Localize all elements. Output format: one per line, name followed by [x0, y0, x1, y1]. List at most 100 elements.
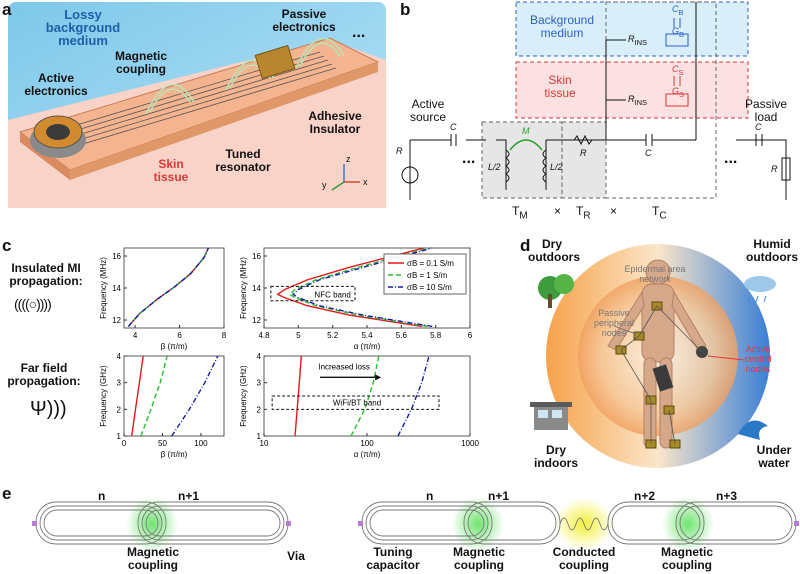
- ellipsis-b-2: ...: [724, 150, 738, 167]
- label-conducted-coupling: Conducted coupling: [552, 545, 616, 572]
- label-dry-outdoors: Dry outdoors: [528, 237, 580, 264]
- label-e-n2: n+2: [634, 489, 656, 503]
- tree-icon: [538, 274, 574, 308]
- label-epidermal-network: Epidermal area network: [624, 264, 686, 284]
- circuit-diagram: [401, 1, 791, 200]
- panel-b-letter: b: [400, 0, 411, 19]
- panel-a-letter: a: [2, 0, 12, 19]
- chart-0-xlabel: β (π/m): [161, 342, 188, 351]
- active-pointer: [707, 355, 745, 361]
- label-ellipsis-a: ...: [352, 24, 366, 41]
- background-medium-box: [515, 1, 749, 57]
- wave-icon: [738, 420, 768, 440]
- label-cb: CB: [672, 4, 684, 17]
- chart-2-xtick-label-2: 100: [194, 439, 208, 448]
- chart-2-series-0: [131, 355, 144, 437]
- label-r-mid: R: [580, 148, 587, 158]
- chart-0-ytick-label-1: 14: [112, 284, 121, 293]
- panel-b: b: [396, 0, 800, 222]
- label-tc: TC: [652, 204, 667, 222]
- chart-0-xtick-label-2: 8: [222, 331, 227, 340]
- chart-1-xlabel: α (π/m): [354, 342, 381, 351]
- label-l2-left: L/2: [488, 162, 501, 172]
- label-r-load: R: [771, 164, 778, 174]
- label-skin-tissue-b: Skin tissue: [544, 73, 576, 100]
- label-dry-indoors: Dry indoors: [534, 443, 578, 470]
- chart-1-ylabel: Frequency (MHz): [239, 257, 248, 319]
- label-via: Via: [287, 549, 305, 563]
- label-adhesive-insulator: Adhesive Insulator: [308, 109, 362, 136]
- panel-a-illustration: [8, 2, 386, 208]
- label-rins-2: RINS: [628, 94, 648, 107]
- label-c-source: C: [450, 122, 457, 132]
- resonator-coils: [39, 51, 337, 153]
- label-rins-1: RINS: [628, 34, 648, 47]
- axis-x: x: [363, 177, 368, 187]
- ellipsis-b-1: ...: [462, 150, 476, 167]
- body-figure: [607, 259, 707, 449]
- chart-2-frame: [123, 355, 225, 437]
- label-under-water: Under water: [756, 443, 792, 470]
- skin-rc: [665, 76, 689, 107]
- glow-right: [662, 496, 714, 552]
- legend-label-0: σB = 0.1 S/m: [407, 259, 454, 268]
- label-magnetic-coupling-e2: Magnetic coupling: [452, 545, 505, 572]
- label-e-n-1: n: [98, 489, 106, 503]
- label-passive-electronics: Passive electronics: [272, 7, 336, 34]
- watch-center: [46, 124, 70, 140]
- label-humid-outdoors: Humid outdoors: [746, 237, 798, 264]
- house-icon: [530, 402, 572, 430]
- chart-0-series-2: [127, 247, 210, 327]
- chart-2-xtick-label-0: 0: [122, 439, 127, 448]
- label-active-nodes: Active central nodes: [744, 344, 772, 374]
- chart-2-series-2: [171, 355, 219, 437]
- chart-2-ylabel: Frequency (GHz): [99, 365, 108, 427]
- label-magnetic-coupling-e3: Magnetic coupling: [660, 545, 713, 572]
- label-e-n-2: n: [426, 489, 434, 503]
- chart-1-ytick-label-2: 16: [252, 252, 261, 261]
- label-r-source: R: [396, 146, 403, 156]
- label-gs: GS: [672, 86, 685, 99]
- label-passive-nodes: Passive peripheral nodes: [593, 308, 635, 338]
- label-magnetic-coupling-e1: Magnetic coupling: [126, 545, 179, 572]
- chart-1-series-1: [288, 247, 429, 328]
- panel-d-illustration: [530, 244, 776, 468]
- times-1: ×: [554, 204, 562, 218]
- label-background-medium-b: Background medium: [529, 13, 595, 40]
- axes-icon: [331, 164, 360, 191]
- antenna-icon: Ψ))): [30, 398, 67, 420]
- label-c-load: C: [755, 122, 762, 132]
- panel-e-coils: [32, 496, 799, 552]
- nfc-band-label: NFC band: [314, 290, 350, 299]
- label-e-n1-2: n+1: [488, 489, 510, 503]
- panel-d: d: [520, 236, 800, 476]
- label-passive-load: Passive load: [744, 97, 788, 124]
- chart-1-xtick-label-5: 5.8: [430, 331, 442, 340]
- legend-label-2: σB = 10 S/m: [407, 283, 452, 292]
- chart-0-ylabel: Frequency (MHz): [99, 257, 108, 319]
- times-2: ×: [610, 204, 618, 218]
- row1-title: Insulated MI propagation:: [9, 261, 83, 288]
- label-magnetic-coupling: Magnetic coupling: [114, 49, 167, 76]
- nfc-band-box: [270, 285, 356, 302]
- passive-pointer: [613, 325, 637, 335]
- background-rc: [665, 18, 689, 47]
- chart-3-ylabel: Frequency (GHz): [239, 365, 248, 427]
- chart-1-ytick-label-0: 12: [252, 316, 261, 325]
- coil-traces: [35, 501, 797, 545]
- chart-3-xlabel: α (π/m): [354, 450, 381, 459]
- mutual-inductance-arrow: [509, 139, 543, 151]
- panel-a: a Lossy background medium Passive electr…: [0, 0, 392, 212]
- label-tr: TR: [576, 204, 591, 222]
- label-tuning-capacitor: Tuning capacitor: [366, 545, 420, 572]
- row2-title: Far field propagation:: [7, 361, 81, 388]
- label-e-n1-1: n+1: [178, 489, 200, 503]
- label-tuned-resonator: Tuned resonator: [215, 147, 271, 174]
- wifi-band-label: WiFi/BT band: [333, 399, 381, 408]
- axis-z: z: [346, 154, 351, 164]
- circuit-wires: [401, 2, 791, 200]
- via-left: [32, 521, 37, 526]
- network-links: [620, 305, 703, 445]
- chart-3-series-2: [397, 355, 430, 437]
